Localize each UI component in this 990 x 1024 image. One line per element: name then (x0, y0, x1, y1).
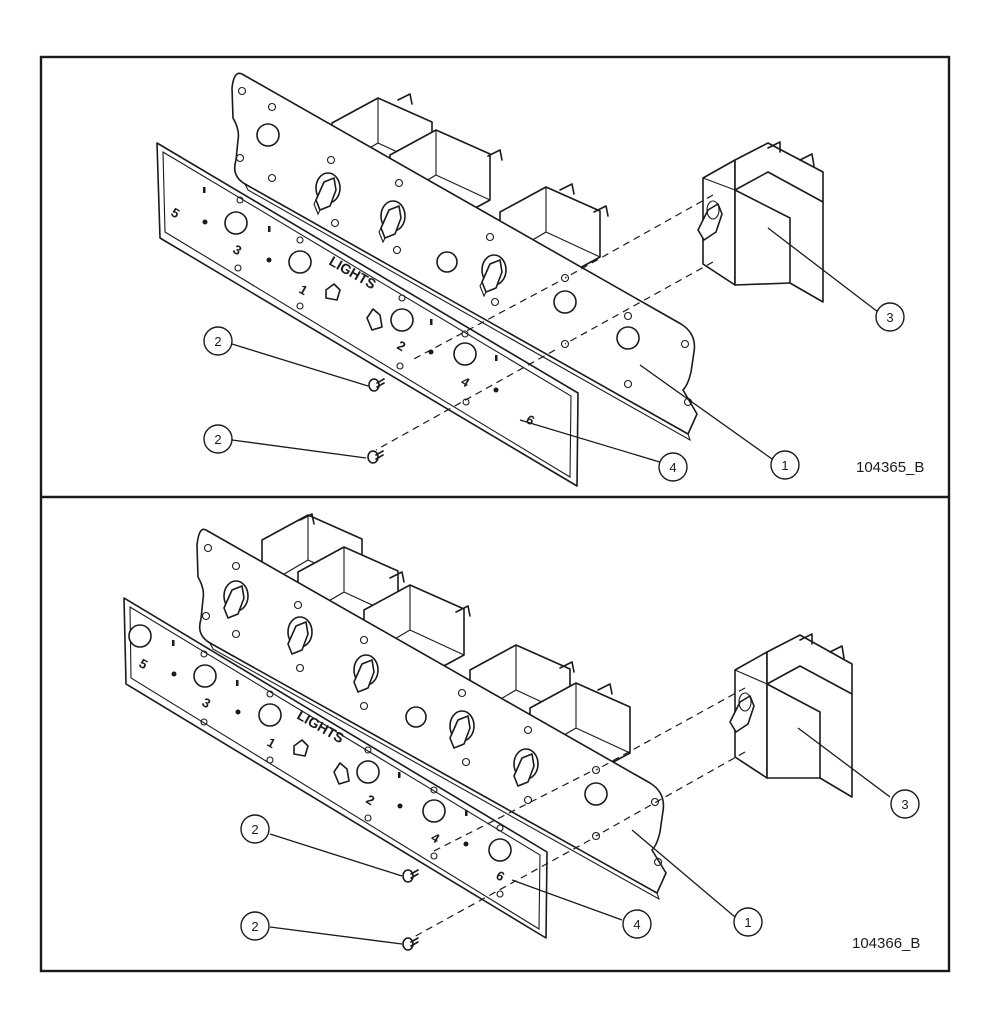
callout-item-3: 3 (901, 797, 908, 812)
callout-item-1: 1 (744, 915, 751, 930)
callout-item-3: 3 (886, 310, 893, 325)
circuit-breaker (729, 633, 853, 798)
callout-item-4: 4 (633, 917, 640, 932)
toggle-switches (313, 172, 507, 298)
label-panel: LIGHTS 5 3 1 2 4 6 (156, 142, 579, 487)
callout-item-2-lower: 2 (251, 919, 258, 934)
callout-item-2-upper: 2 (251, 822, 258, 837)
figure-top: LIGHTS 5 3 1 2 4 6 (156, 72, 924, 487)
alignment-lines (375, 194, 714, 451)
callout-item-2-upper: 2 (214, 334, 221, 349)
toggle-switches (223, 580, 539, 787)
circuit-breaker (697, 141, 824, 303)
alignment-lines (411, 687, 746, 939)
screws (402, 869, 419, 951)
callouts: 2 2 4 1 3 (240, 727, 920, 945)
screws (367, 378, 385, 464)
drawing-frame (39, 55, 951, 973)
callout-item-2-lower: 2 (214, 432, 221, 447)
callout-item-1: 1 (781, 458, 788, 473)
drawing-number: 104365_B (856, 459, 924, 476)
callout-item-4: 4 (669, 460, 676, 475)
figure-bottom: LIGHTS 5 3 1 2 4 6 (123, 513, 920, 952)
mounting-plate (196, 528, 667, 901)
drawing-number: 104366_B (852, 935, 920, 952)
mounting-plate (231, 72, 698, 442)
callouts: 2 2 4 1 3 (203, 227, 905, 482)
